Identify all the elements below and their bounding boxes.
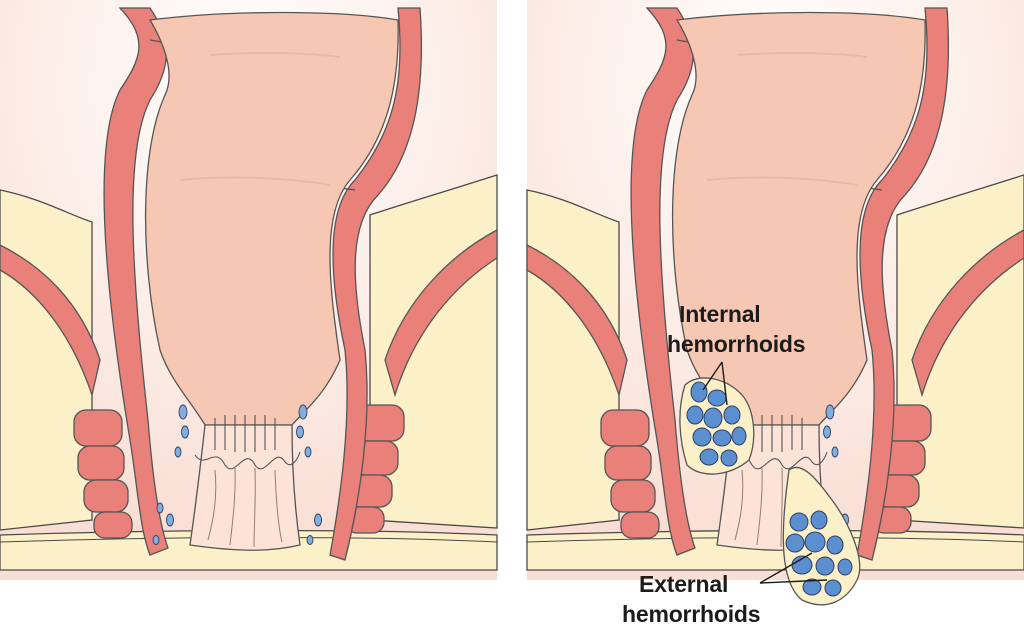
hemorrhoids-anatomy-panel: Internal hemorrhoids External hemorrhoid… [526, 0, 1024, 627]
normal-rectum-illustration [0, 0, 498, 581]
normal-anatomy-panel [0, 0, 498, 581]
external-hemorrhoid-cluster [782, 466, 861, 606]
internal-hemorrhoids-label-line1: Internal [679, 301, 760, 327]
external-pointer-lines [759, 552, 828, 584]
external-hemorrhoids-label-line2: hemorrhoids [622, 601, 760, 627]
external-hemorrhoids-label-line1: External [639, 571, 728, 597]
internal-pointer-lines [702, 361, 728, 406]
internal-hemorrhoids-label-line2: hemorrhoids [667, 331, 805, 357]
hemorrhoid-rectum-illustration [526, 0, 1024, 581]
internal-hemorrhoid-cluster [679, 377, 755, 475]
